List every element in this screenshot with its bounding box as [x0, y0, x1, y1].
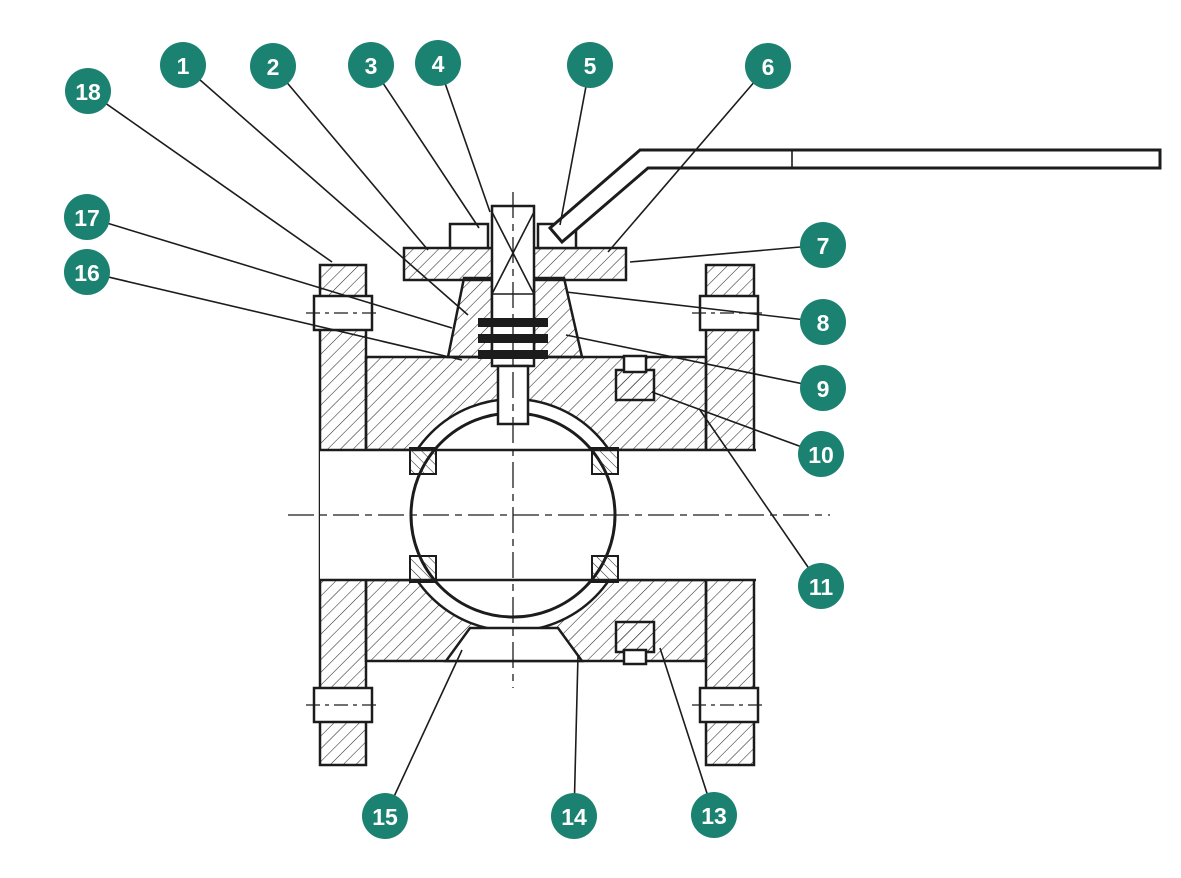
callout-circle-14 — [551, 793, 597, 839]
leader-line-4 — [437, 62, 491, 213]
callout-circle-8 — [800, 299, 846, 345]
leader-line-10 — [651, 391, 822, 455]
bottom-insert — [443, 626, 585, 663]
handle-lever — [547, 148, 1162, 245]
leader-lines — [86, 62, 824, 817]
lower-fitting-bolt — [622, 648, 648, 666]
callout-7: 7 — [800, 222, 846, 268]
seat-downstream-top — [591, 447, 619, 475]
callout-number-17: 17 — [74, 205, 100, 231]
leader-line-16 — [86, 271, 463, 361]
packing-ring-3 — [478, 350, 548, 359]
leader-line-18 — [87, 90, 333, 263]
callout-14: 14 — [551, 793, 597, 839]
callout-number-11: 11 — [809, 574, 834, 600]
callout-circle-11 — [798, 563, 844, 609]
callout-16: 16 — [64, 249, 110, 295]
callout-circle-16 — [64, 249, 110, 295]
callout-circle-15 — [362, 793, 408, 839]
callout-circle-1 — [160, 42, 206, 88]
callout-number-8: 8 — [817, 310, 830, 336]
callout-circle-10 — [798, 431, 844, 477]
seat-downstream-bottom — [591, 555, 619, 583]
leader-line-5 — [559, 64, 591, 226]
leader-line-6 — [607, 65, 769, 253]
leader-line-2 — [272, 65, 429, 251]
upper-fitting-bolt — [622, 354, 648, 374]
seat-upstream-bottom — [409, 555, 437, 583]
callout-number-14: 14 — [561, 804, 587, 830]
callout-18: 18 — [65, 68, 111, 114]
callout-number-18: 18 — [75, 79, 101, 105]
leader-line-14 — [573, 654, 579, 817]
callout-number-15: 15 — [372, 804, 398, 830]
callout-10: 10 — [798, 431, 844, 477]
callout-number-10: 10 — [808, 442, 834, 468]
seat-upstream-top — [409, 447, 437, 475]
callout-number-6: 6 — [762, 54, 775, 80]
leader-line-11 — [699, 409, 822, 587]
callout-13: 13 — [691, 792, 737, 838]
callout-number-7: 7 — [817, 233, 830, 259]
callout-number-1: 1 — [177, 53, 190, 79]
leader-line-1 — [182, 64, 469, 316]
callout-number-13: 13 — [701, 803, 727, 829]
callout-circle-17 — [64, 194, 110, 240]
callout-4: 4 — [415, 40, 461, 86]
stem-neck-right — [532, 276, 584, 359]
callout-2: 2 — [250, 43, 296, 89]
valve-drawing — [288, 148, 1162, 767]
callout-17: 17 — [64, 194, 110, 240]
leader-line-15 — [384, 649, 463, 817]
callout-6: 6 — [745, 43, 791, 89]
callout-circle-3 — [348, 42, 394, 88]
leader-line-3 — [370, 64, 480, 229]
callout-number-16: 16 — [74, 260, 100, 286]
leader-line-7 — [629, 244, 824, 263]
callout-number-2: 2 — [267, 54, 280, 80]
callout-number-9: 9 — [817, 376, 830, 402]
callout-circle-18 — [65, 68, 111, 114]
leader-line-9 — [565, 334, 824, 389]
callout-5: 5 — [567, 42, 613, 88]
leader-line-17 — [86, 216, 453, 329]
callout-1: 1 — [160, 42, 206, 88]
callout-circle-4 — [415, 40, 461, 86]
stem-neck-left — [446, 276, 494, 359]
leader-line-8 — [565, 291, 824, 323]
callout-number-4: 4 — [432, 51, 445, 77]
packing-ring-1 — [478, 318, 548, 327]
callout-circle-5 — [567, 42, 613, 88]
callout-9: 9 — [800, 365, 846, 411]
leader-line-13 — [659, 647, 715, 816]
upper-body-fitting — [614, 368, 656, 402]
gland-bolt-left — [448, 222, 490, 250]
callout-circle-9 — [800, 365, 846, 411]
callout-11: 11 — [798, 563, 844, 609]
callout-circle-7 — [800, 222, 846, 268]
callout-15: 15 — [362, 793, 408, 839]
callout-circle-2 — [250, 43, 296, 89]
callout-8: 8 — [800, 299, 846, 345]
callout-3: 3 — [348, 42, 394, 88]
callout-number-5: 5 — [584, 53, 597, 79]
callout-circle-13 — [691, 792, 737, 838]
callout-markers: 18 1 2 3 4 5 6 17 — [64, 40, 846, 839]
callout-number-3: 3 — [365, 53, 378, 79]
lower-body-fitting — [614, 620, 656, 654]
callout-circle-6 — [745, 43, 791, 89]
